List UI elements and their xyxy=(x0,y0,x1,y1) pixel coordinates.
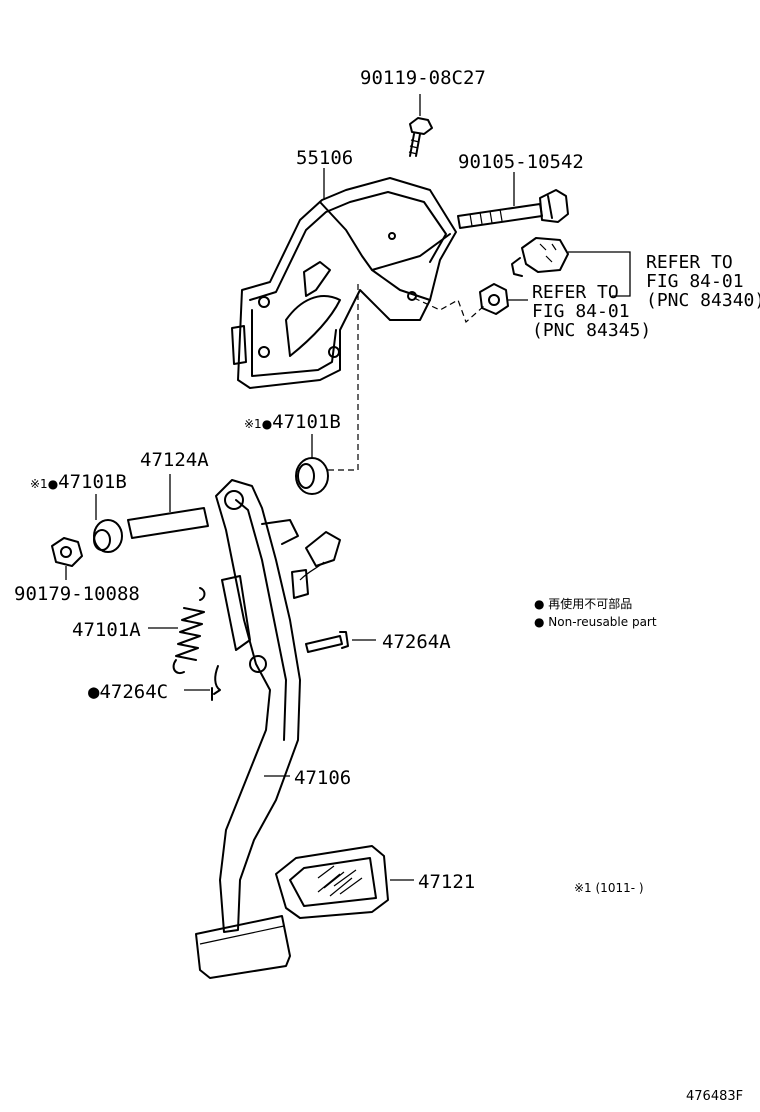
figure-id: 476483F xyxy=(686,1089,743,1104)
refer-b-line-3: (PNC 84345) xyxy=(532,320,651,341)
refer-b-line-2: FIG 84-01 xyxy=(532,301,630,322)
label-bolt-90105-10542: 90105-10542 xyxy=(458,151,584,173)
label-clip-47264C-code: 47264C xyxy=(99,681,168,703)
label-clip-47264C: ●47264C xyxy=(88,681,168,703)
spring-47101A-drawing xyxy=(148,587,206,674)
bushing-47101B-right-drawing xyxy=(295,434,329,495)
label-bushing-47101B-left-prefix: ※1● xyxy=(30,477,58,491)
label-pedal-pad-47121: 47121 xyxy=(418,871,475,893)
clip-47264C-drawing xyxy=(184,665,221,701)
refer-a-line-1: REFER TO xyxy=(646,252,733,273)
legend-non-reusable-jp: ● 再使用不可部品 xyxy=(534,596,632,611)
bushing-47101B-left-drawing xyxy=(93,494,123,553)
refer-a-line-3: (PNC 84340) xyxy=(646,290,760,311)
refer-a-line-2: FIG 84-01 xyxy=(646,271,744,292)
label-bushing-47101B-right-prefix: ※1● xyxy=(244,417,272,431)
label-pedal-arm-47106: 47106 xyxy=(294,767,351,789)
bracket-55106-drawing xyxy=(231,168,485,471)
label-pin-47264A: 47264A xyxy=(382,631,451,653)
label-bolt-90119-08C27: 90119-08C27 xyxy=(360,67,486,89)
label-bushing-47101B-left: ※1●47101B xyxy=(30,471,127,493)
label-nut-90179-10088: 90179-10088 xyxy=(14,583,140,605)
label-bushing-47101B-right: ※1●47101B xyxy=(244,411,341,433)
label-bushing-47101B-left-code: 47101B xyxy=(58,471,127,493)
collar-47124A-drawing xyxy=(127,474,209,539)
pedal-arm-47106-drawing xyxy=(215,479,341,933)
label-spring-47101A: 47101A xyxy=(72,619,141,641)
switch-84340-drawing xyxy=(511,237,631,297)
pedal-pad-47121-drawing xyxy=(275,845,414,919)
bolt-90105-10542-drawing xyxy=(457,172,569,229)
pin-47264A-drawing xyxy=(305,631,376,653)
bolt-90119-08C27-drawing xyxy=(408,94,433,157)
label-collar-47124A: 47124A xyxy=(140,449,209,471)
nut-90179-10088-drawing xyxy=(51,537,83,580)
legend-non-reusable-en: ● Non-reusable part xyxy=(534,615,657,629)
legend-note-1: ※1 (1011- ) xyxy=(574,881,644,895)
pedal-pad-on-arm-drawing xyxy=(195,915,291,979)
label-bushing-47101B-right-code: 47101B xyxy=(272,411,341,433)
refer-b-line-1: REFER TO xyxy=(532,282,619,303)
label-clip-47264C-prefix: ● xyxy=(88,681,100,703)
switch-84345-drawing xyxy=(479,283,528,315)
label-bracket-55106: 55106 xyxy=(296,147,353,169)
